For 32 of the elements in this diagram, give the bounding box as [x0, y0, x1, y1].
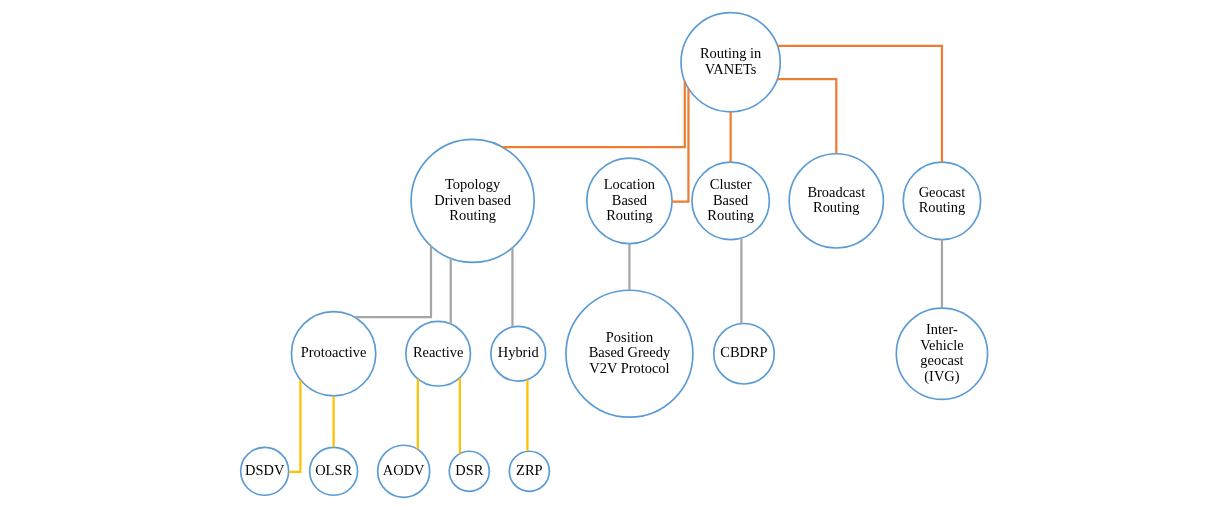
node-circle: Location Based Routing — [585, 157, 673, 245]
node-circle: ZRP — [508, 450, 550, 493]
node-circle: Reactive — [404, 320, 471, 387]
connector — [729, 111, 732, 162]
connector — [510, 247, 514, 327]
node-circle: Routing in VANETs — [679, 11, 781, 113]
node-circle: Geocast Routing — [901, 161, 981, 241]
connector — [354, 246, 432, 319]
node-circle: DSR — [447, 450, 490, 493]
connector — [416, 378, 419, 450]
connector — [627, 243, 631, 290]
connector — [739, 238, 742, 324]
connector — [458, 377, 461, 454]
node-circle: Broadcast Routing — [787, 152, 884, 249]
node-circle: Topology Driven based Routing — [409, 138, 535, 264]
connector — [288, 379, 301, 473]
node-circle: Protoactive — [290, 310, 377, 397]
node-circle: DSDV — [239, 446, 289, 497]
node-circle: AODV — [376, 444, 431, 499]
connector — [777, 44, 943, 163]
connector — [501, 81, 686, 149]
node-circle: Inter- Vehicle geocast (IVG) — [895, 307, 988, 401]
connector — [940, 239, 943, 309]
connector — [776, 78, 837, 154]
connector — [525, 379, 529, 451]
node-circle: Hybrid — [489, 325, 546, 382]
node-circle: OLSR — [308, 446, 358, 497]
connector — [332, 396, 335, 448]
node-circle: CBDRP — [712, 322, 775, 385]
node-circle: Position Based Greedy V2V Protocol — [564, 289, 694, 418]
node-circle: Cluster Based Routing — [690, 161, 770, 241]
connector — [449, 258, 452, 324]
